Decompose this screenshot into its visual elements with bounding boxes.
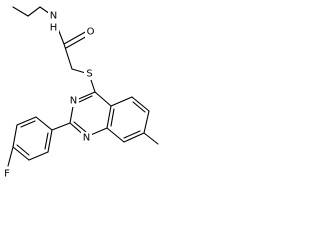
bond-c2-n1-double [73,121,87,133]
bond-c8a-c4a-double [110,108,115,127]
bond-c4-c4a [94,91,112,107]
bond-c2-phenyl [51,122,71,131]
bond-p4-f [7,146,14,167]
propyl-chain [12,6,54,17]
benzo-ring [106,96,150,143]
bond-c5-c6-double [132,101,146,113]
atom-label-sulfur: S [86,69,92,80]
bond-c6-c7 [143,110,150,134]
bond-c8-c8a [106,127,125,143]
atom-label-amide-h: H [50,23,58,34]
atom-label-ring-n3: N [70,96,77,107]
atom-label-carbonyl-o: O [87,27,95,38]
molecule-structure: N H O S N N F [2,6,159,180]
atom-label-ring-n1: N [83,133,90,144]
bond-carbonyl-ch2 [63,43,73,70]
bond-p3-p4-double [16,144,30,156]
bond-c7-c8 [123,132,145,143]
bond-p1-p2 [47,129,53,153]
bond-p2-p3 [28,151,49,161]
bond-p3-p4 [12,146,30,161]
bond-c1-c2 [12,6,29,17]
bond-c4a-c5 [110,96,133,107]
bond-c7-c8-double [123,130,141,139]
bond-carbonyl-o [63,30,88,45]
bond-c5-c6 [131,96,150,112]
bond-p4-p5 [12,124,18,148]
fluorophenyl-ring [7,116,71,167]
bond-p5-p6 [16,116,37,126]
bond-p1-p2-double [44,132,49,150]
bond-c2-c3 [27,6,41,17]
atom-labels: N H O S N N F [2,10,96,180]
bond-p5-p6-double [20,120,36,128]
bond-c7-methyl [143,132,159,145]
atom-label-amide-n: N [50,11,57,22]
atom-label-fluorine: F [4,169,10,180]
bond-p6-p1 [35,116,53,131]
bond-c4a-c8a [106,105,112,129]
bond-c4-n3-double [76,95,93,104]
